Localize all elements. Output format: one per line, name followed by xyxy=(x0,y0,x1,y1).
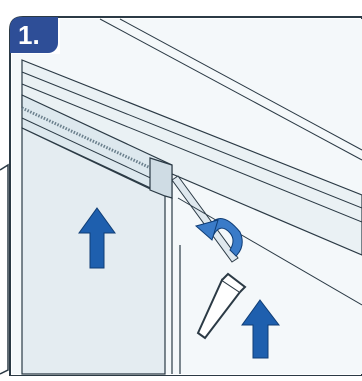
left-side-edge xyxy=(0,165,8,374)
step-number-badge: 1. xyxy=(10,17,58,53)
